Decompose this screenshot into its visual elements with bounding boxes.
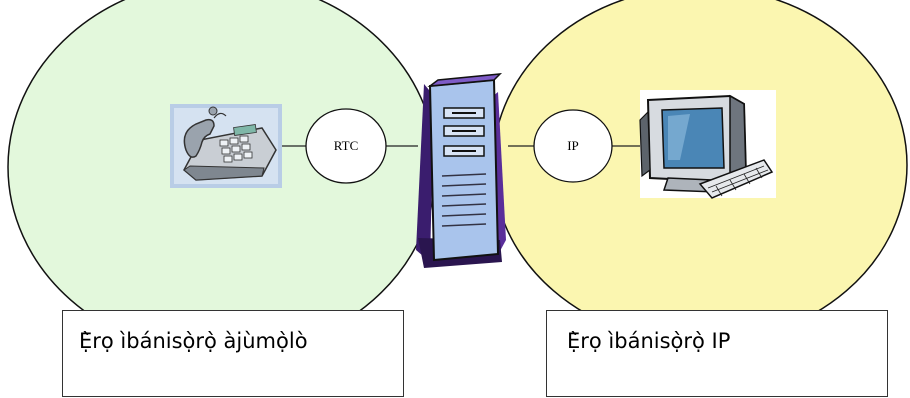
server-tower-icon (416, 73, 506, 268)
ip-node: IP (533, 109, 613, 183)
rtc-label: RTC (334, 138, 359, 153)
pstn-caption-label: Ẹ̀rọ ìbánisọ̀rọ̀ àjùmọ̀lò (79, 329, 308, 353)
pstn-caption-box (62, 310, 404, 397)
rtc-node: RTC (305, 108, 387, 184)
computer-icon (639, 90, 776, 199)
telephone-icon (170, 104, 282, 188)
ip-caption-label: Ẹ̀rọ ìbánisọ̀rọ̀ IP (567, 329, 731, 353)
ip-caption-box (546, 310, 888, 397)
ip-label: IP (567, 138, 579, 153)
